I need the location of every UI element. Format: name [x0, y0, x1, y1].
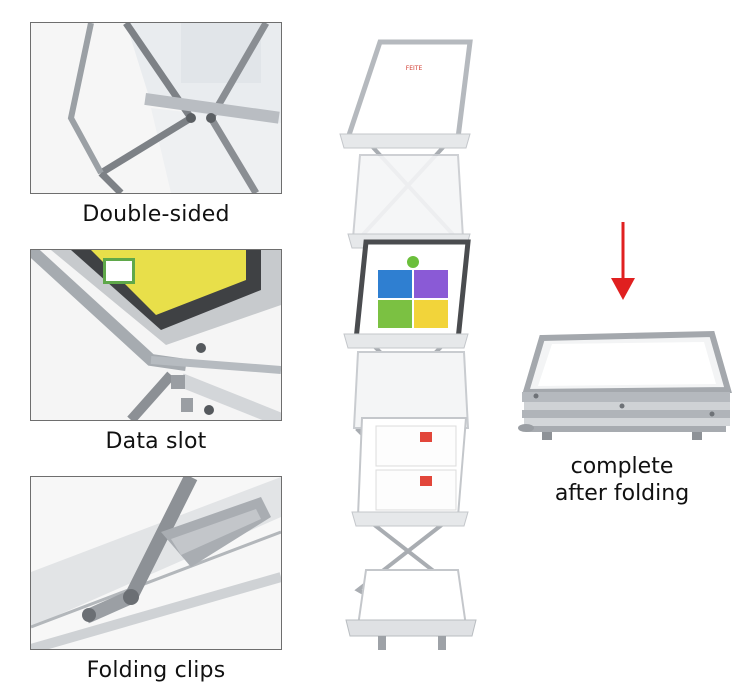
brochure-rack-illustration: FEITE — [339, 39, 477, 650]
caption-folded: complete after folding — [520, 453, 724, 507]
data-slot-illustration — [31, 250, 281, 420]
folded-rack — [512, 330, 734, 446]
detail-photo-folding-clips — [30, 476, 282, 650]
rack-shelves — [339, 39, 477, 650]
caption-folded-line1: complete — [570, 454, 674, 479]
detail-photo-double-sided — [30, 22, 282, 194]
brochure-rack: FEITE — [318, 30, 498, 662]
caption-folding-clips: Folding clips — [86, 658, 226, 683]
caption-double-sided: Double-sided — [82, 202, 230, 227]
folded-rack-illustration — [518, 330, 732, 440]
caption-data-slot: Data slot — [105, 429, 207, 454]
caption-folded-line2: after folding — [554, 481, 690, 506]
down-arrow-icon — [606, 222, 640, 306]
double-sided-illustration — [31, 23, 281, 193]
folding-clips-illustration — [31, 477, 281, 649]
brand-text: FEITE — [406, 65, 423, 72]
detail-photo-data-slot — [30, 249, 282, 421]
